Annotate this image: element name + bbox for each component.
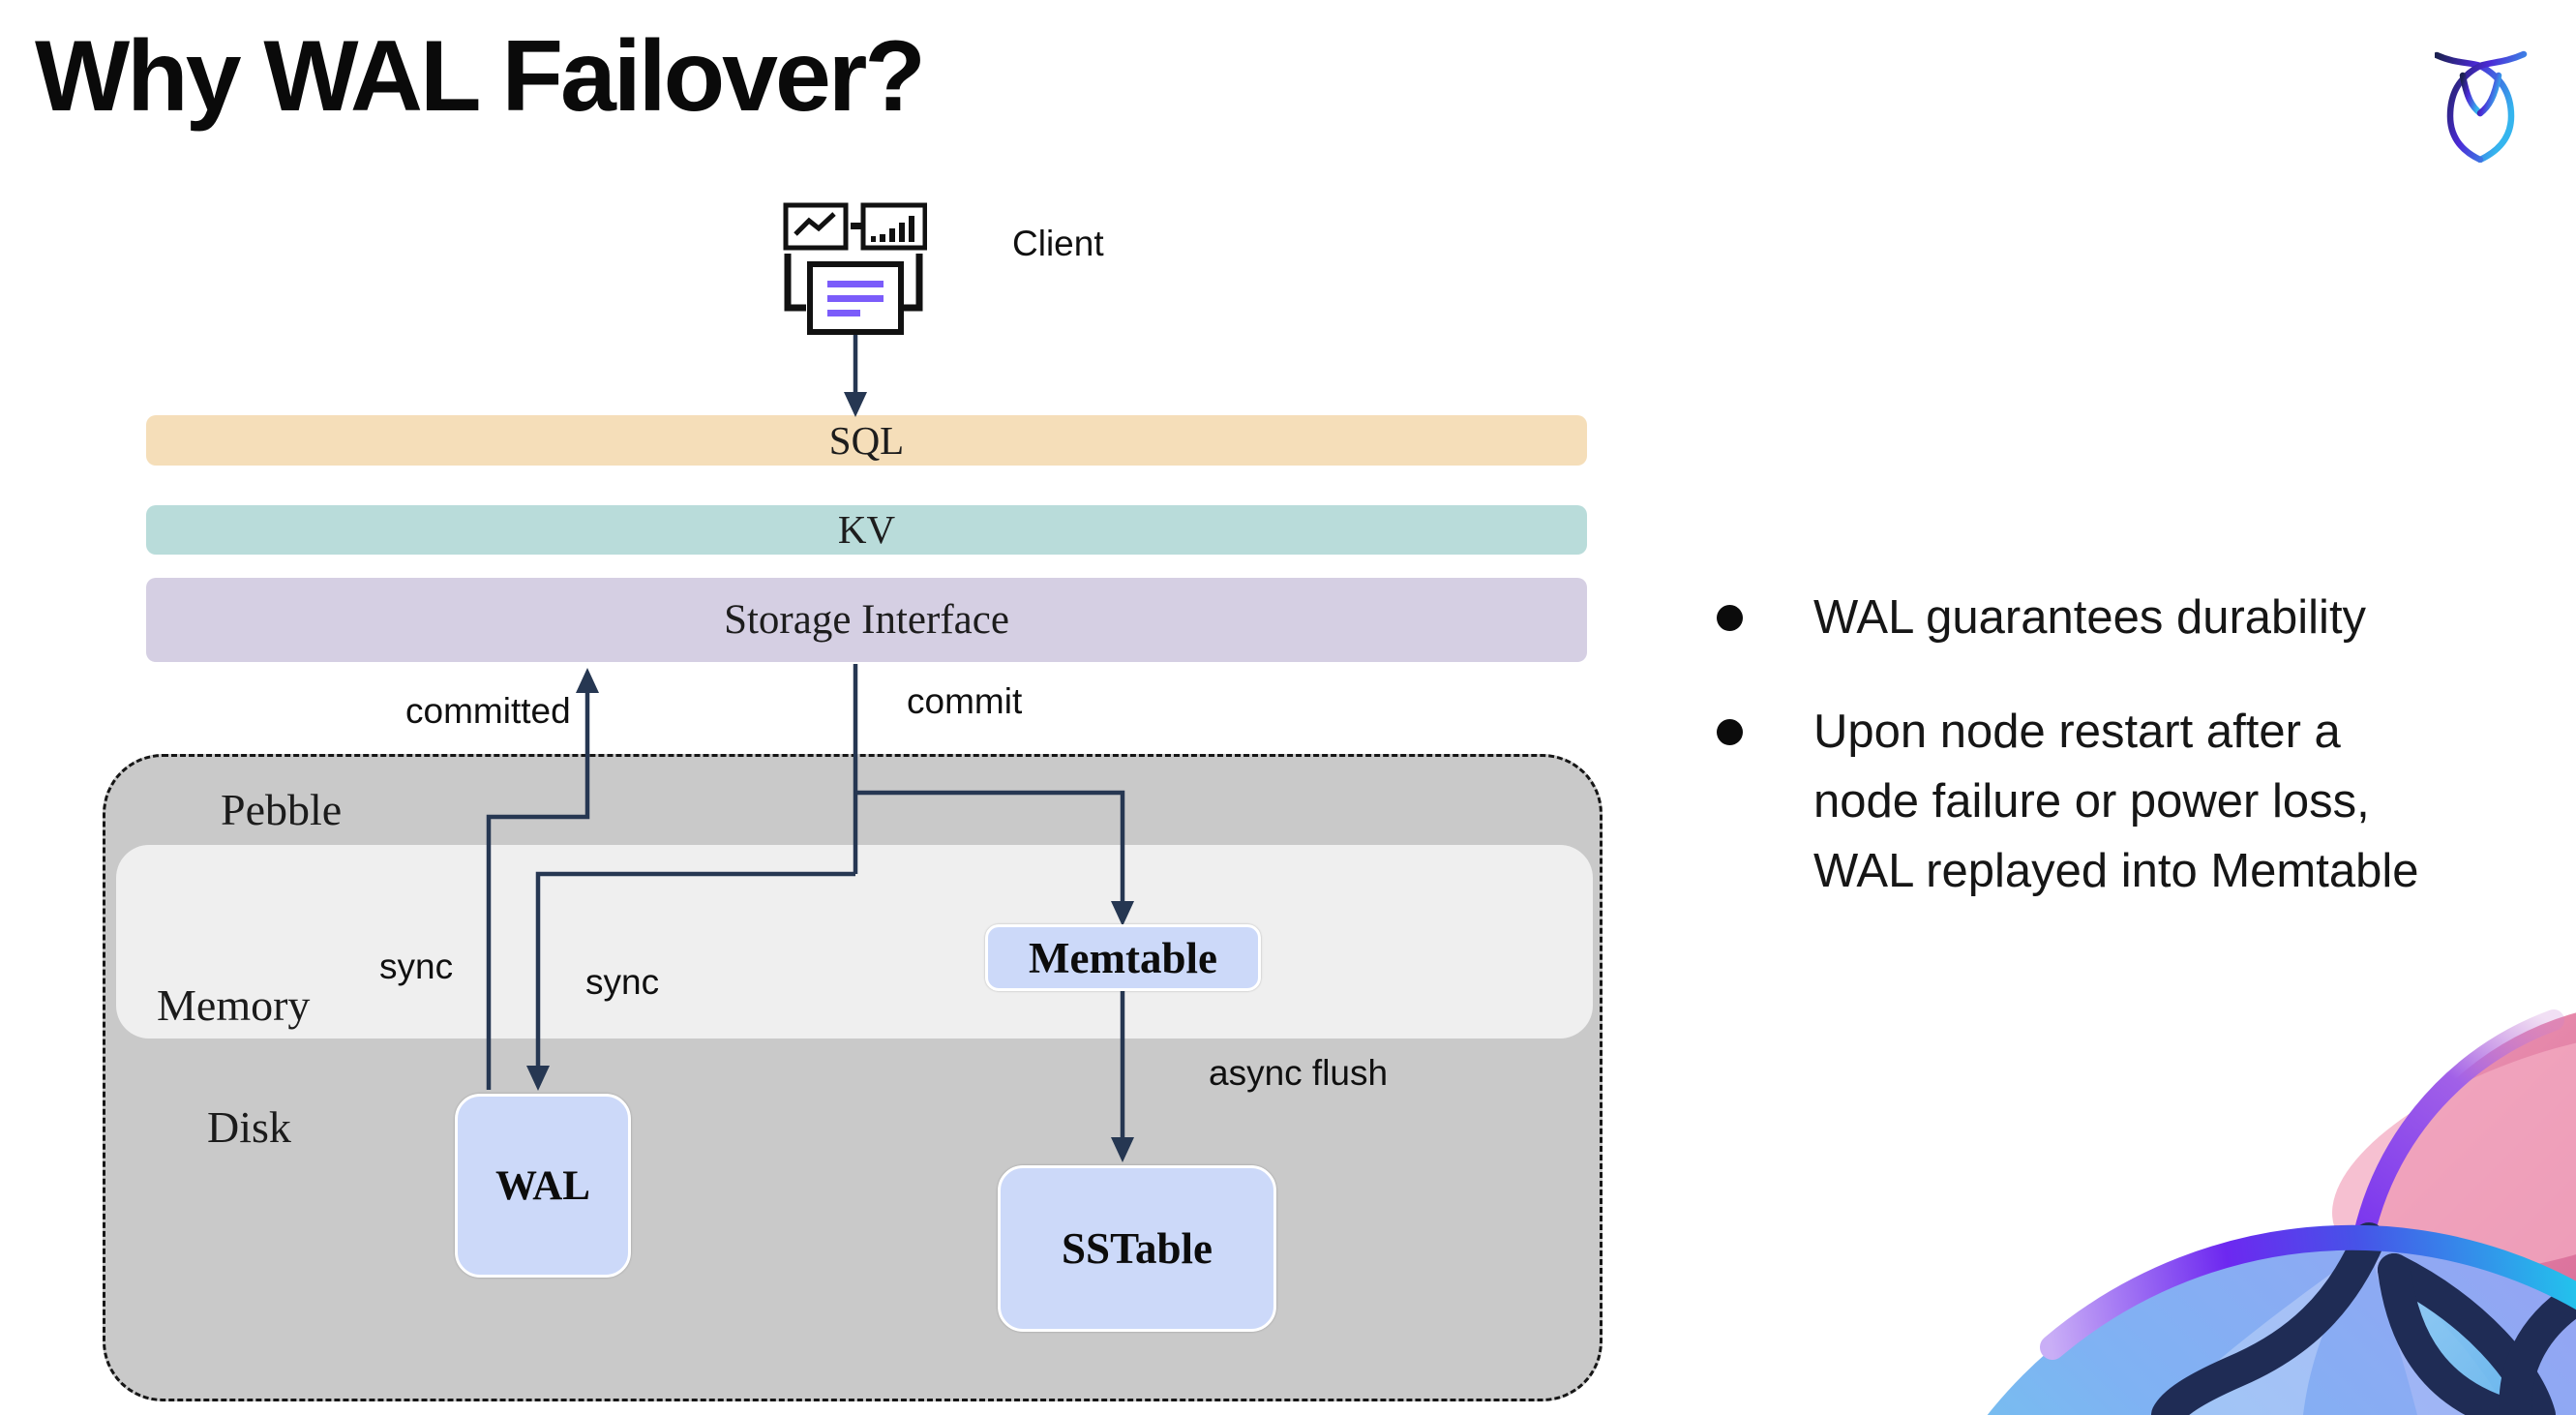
bullet-text: WAL guarantees durability bbox=[1813, 591, 2367, 644]
kv-layer-bar: KV bbox=[146, 505, 1587, 555]
async-flush-edge-label: async flush bbox=[1209, 1053, 1389, 1093]
storage-interface-layer-bar: Storage Interface bbox=[146, 578, 1587, 662]
committed-edge-label: committed bbox=[405, 691, 571, 731]
list-item: WAL guarantees durability bbox=[1701, 583, 2553, 652]
client-label: Client bbox=[1012, 224, 1104, 263]
list-item: Upon node restart after a node failure o… bbox=[1701, 697, 2553, 906]
wal-node: WAL bbox=[455, 1094, 631, 1278]
memory-band bbox=[116, 845, 1593, 1039]
brand-sphere-artwork bbox=[1987, 1009, 2576, 1415]
bullet-text: WAL replayed into Memtable bbox=[1813, 845, 2419, 897]
bullet-text: Upon node restart after a bbox=[1813, 706, 2341, 758]
bullet-dot bbox=[1717, 605, 1743, 631]
sync-right-edge-label: sync bbox=[585, 962, 660, 1002]
client-apps-icon bbox=[783, 202, 927, 335]
commit-edge-label: commit bbox=[907, 681, 1023, 721]
memtable-node: Memtable bbox=[985, 924, 1261, 991]
cockroachdb-logo-icon bbox=[2435, 50, 2528, 163]
page-title: Why WAL Failover? bbox=[35, 20, 926, 133]
disk-label: Disk bbox=[207, 1102, 291, 1152]
bullet-text: node failure or power loss, bbox=[1813, 775, 2370, 828]
sync-left-edge-label: sync bbox=[379, 947, 454, 986]
bullet-dot bbox=[1717, 719, 1743, 745]
sstable-node: SSTable bbox=[998, 1165, 1276, 1332]
sql-layer-bar: SQL bbox=[146, 415, 1587, 466]
bullet-list: WAL guarantees durability Upon node rest… bbox=[1701, 583, 2553, 906]
pebble-label: Pebble bbox=[221, 785, 343, 834]
memory-label: Memory bbox=[157, 980, 311, 1030]
